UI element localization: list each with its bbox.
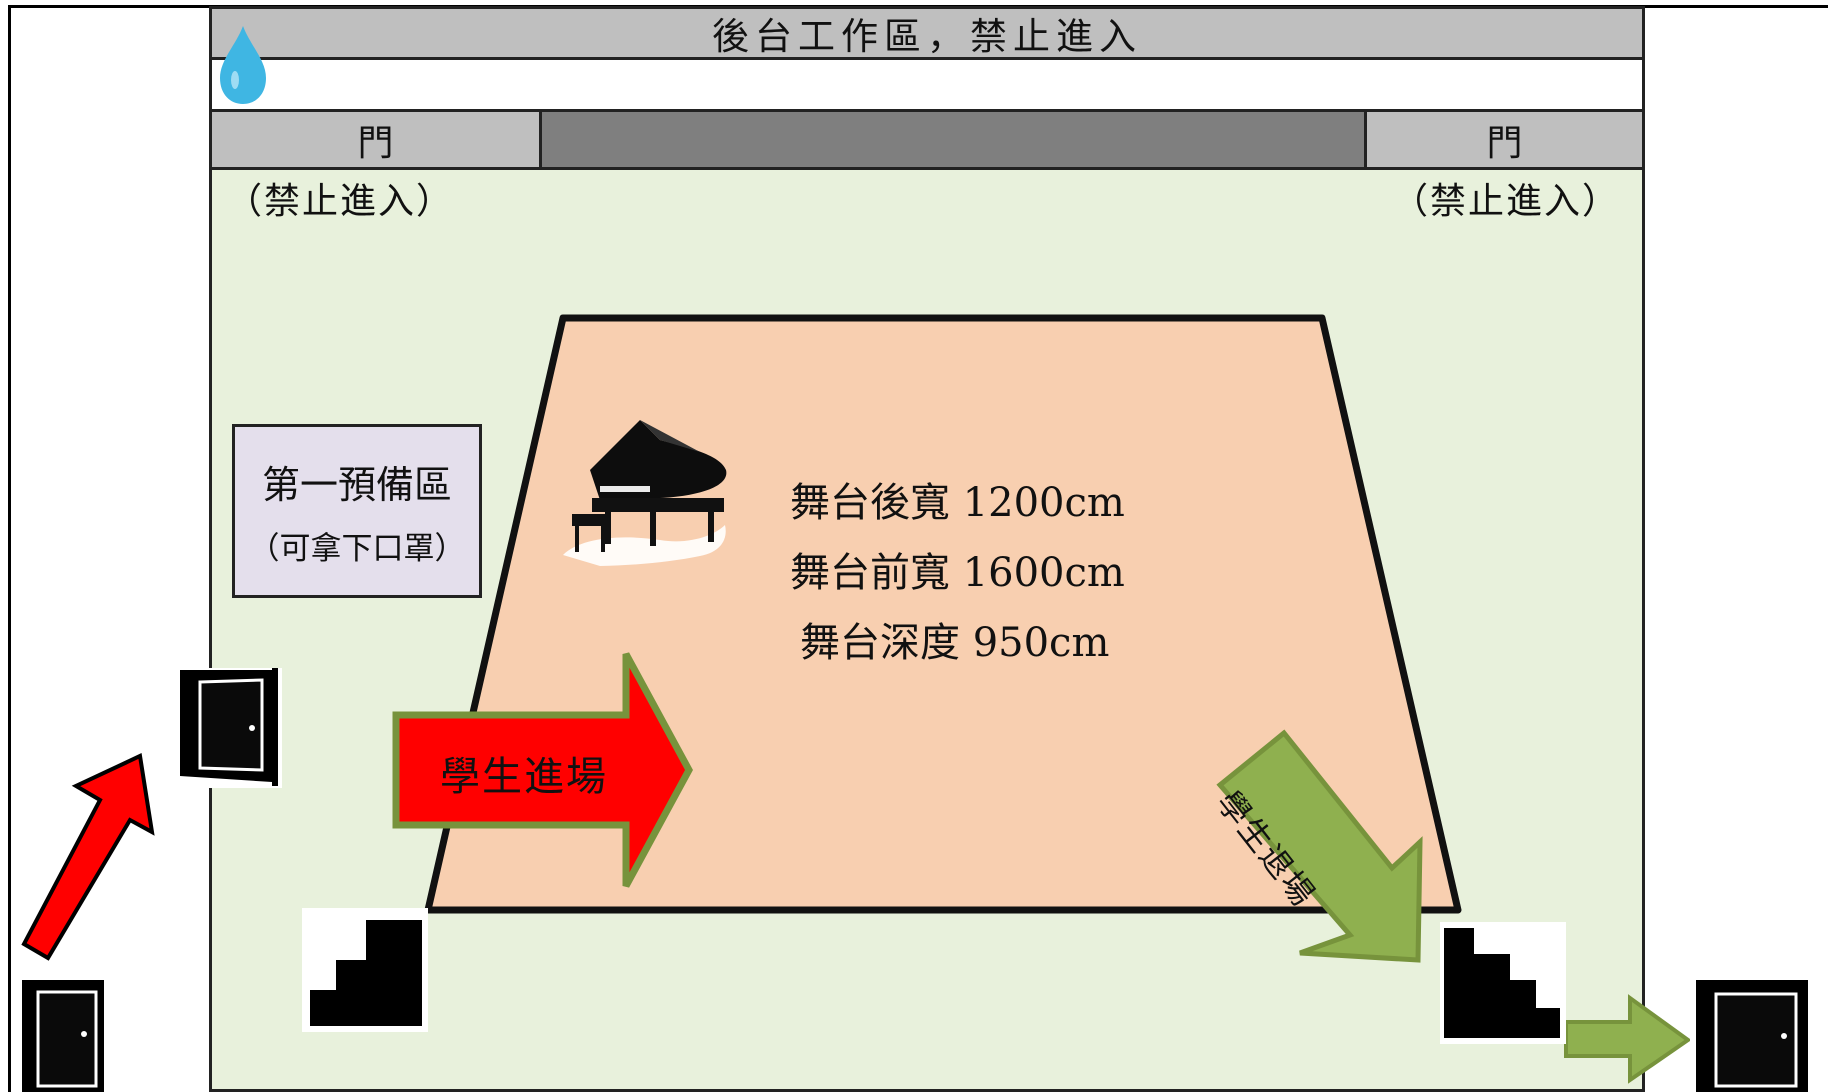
prep-zone-title: 第一預備區 — [261, 463, 452, 507]
stage-back-width: 舞台後寬 1200cm — [790, 480, 1125, 526]
door-icon — [1690, 976, 1818, 1092]
stairs-icon — [302, 908, 428, 1032]
door-left-label: 門 — [357, 122, 394, 164]
backstage-label: 後台工作區，禁止進入 — [712, 15, 1142, 58]
water-drop-icon — [220, 26, 266, 104]
stage-depth: 舞台深度 950cm — [800, 620, 1110, 666]
door-left-bar: 門 — [212, 112, 542, 170]
door-icon — [178, 668, 282, 788]
stairs-icon — [1440, 922, 1566, 1044]
no-entry-right-note: （禁止進入） — [1392, 181, 1621, 222]
piano-icon — [563, 420, 727, 566]
prep-zone: 第一預備區 （可拿下口罩） — [232, 424, 482, 598]
backstage-bar: 後台工作區，禁止進入 — [212, 9, 1642, 60]
diagonal-entry-arrow — [21, 753, 155, 961]
door-icon — [18, 976, 112, 1092]
no-entry-left-note: （禁止進入） — [226, 181, 455, 222]
door-right-label: 門 — [1486, 122, 1523, 164]
stage-front-width: 舞台前寬 1600cm — [790, 550, 1125, 596]
curtain-bar — [542, 112, 1364, 170]
enter-arrow — [392, 652, 693, 888]
frame-left-border — [8, 6, 11, 1092]
exit-arrow — [1216, 729, 1423, 963]
backstage-strip — [212, 60, 1642, 112]
door-right-bar: 門 — [1364, 112, 1642, 170]
prep-zone-subtitle: （可拿下口罩） — [248, 531, 466, 567]
exit-outside-arrow — [1564, 994, 1692, 1084]
enter-arrow-label: 學生進場 — [440, 754, 608, 800]
